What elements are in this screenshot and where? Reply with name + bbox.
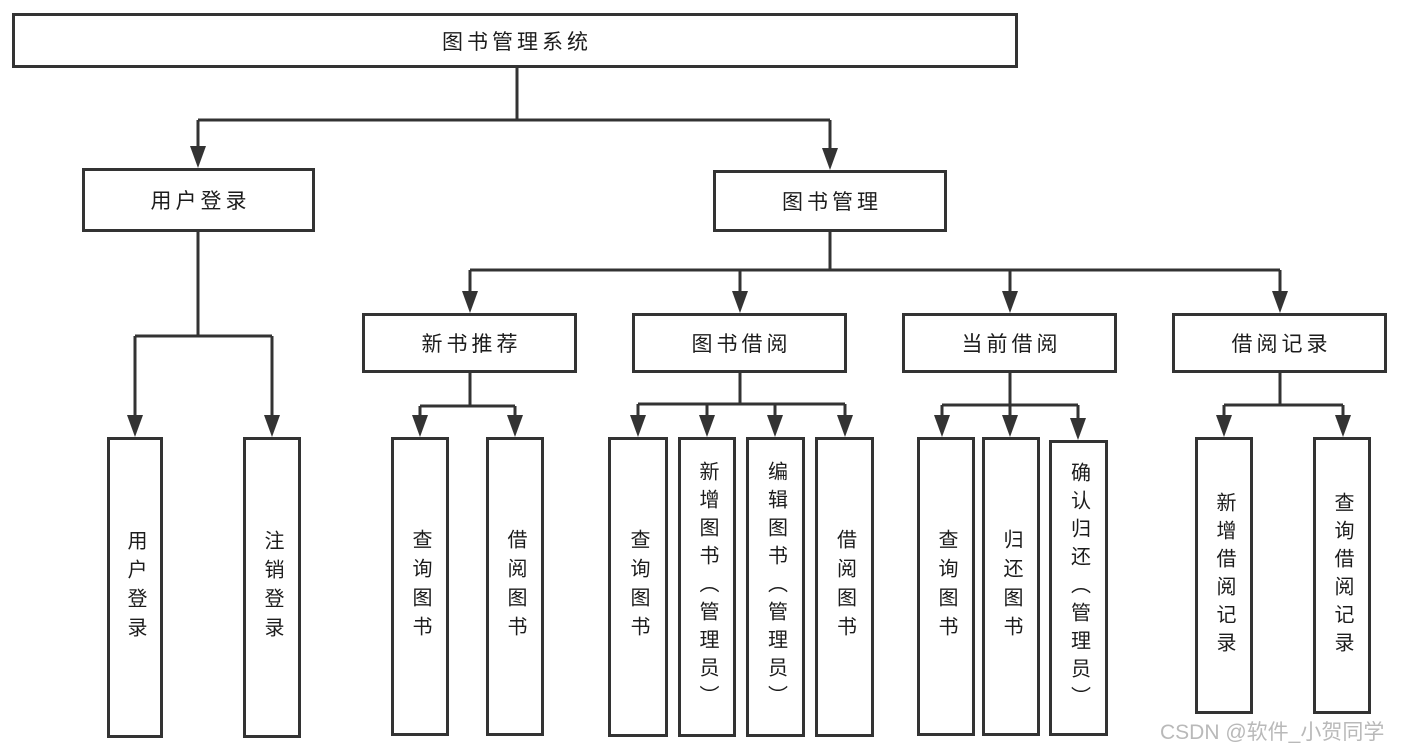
leaf-query-borrow-record: 查询借阅记录 [1313, 437, 1371, 714]
node-borrow-records: 借阅记录 [1172, 313, 1387, 373]
arrowhead-icon [190, 146, 206, 168]
leaf-return-books: 归还图书 [982, 437, 1040, 736]
arrowhead-icon [264, 415, 280, 437]
connector-user-login-children [133, 232, 274, 417]
connector-book-borrow-children [636, 373, 847, 417]
connector-current-borrow-children [940, 373, 1080, 419]
arrowhead-icon [1070, 418, 1086, 440]
leaf-add-books-admin: 新增图书（管理员） [678, 437, 736, 737]
csdn-watermark: CSDN @软件_小贺同学 [1160, 721, 1385, 744]
arrowhead-icon [699, 415, 715, 437]
arrowhead-icon [1335, 415, 1351, 437]
arrowhead-icon [934, 415, 950, 437]
leaf-logout: 注销登录 [243, 437, 301, 738]
node-user-login-branch: 用户登录 [82, 168, 315, 232]
leaf-add-borrow-record: 新增借阅记录 [1195, 437, 1253, 714]
arrowhead-icon [630, 415, 646, 437]
node-book-borrow: 图书借阅 [632, 313, 847, 373]
arrowhead-icon [837, 415, 853, 437]
arrowhead-icon [1002, 291, 1018, 313]
arrowhead-icon [462, 291, 478, 313]
arrowhead-icon [412, 415, 428, 437]
arrowhead-icon [732, 291, 748, 313]
arrowhead-icon [822, 148, 838, 170]
arrowhead-icon [1002, 415, 1018, 437]
leaf-query-books: 查询图书 [608, 437, 668, 737]
arrowhead-icon [127, 415, 143, 437]
node-current-borrow: 当前借阅 [902, 313, 1117, 373]
leaf-query-books: 查询图书 [391, 437, 449, 736]
leaf-borrow-books: 借阅图书 [486, 437, 544, 736]
leaf-confirm-return-admin: 确认归还（管理员） [1049, 440, 1108, 736]
connector-new-book-recommend-children [418, 373, 517, 417]
leaf-borrow-books: 借阅图书 [815, 437, 874, 737]
connector-borrow-records-children [1222, 373, 1345, 417]
node-book-management: 图书管理 [713, 170, 947, 232]
node-new-book-recommend: 新书推荐 [362, 313, 577, 373]
arrowhead-icon [507, 415, 523, 437]
leaf-query-books: 查询图书 [917, 437, 975, 736]
connector-book-management-children [468, 232, 1282, 293]
leaf-edit-books-admin: 编辑图书（管理员） [746, 437, 805, 737]
leaf-user-login: 用户登录 [107, 437, 163, 738]
arrowhead-icon [1272, 291, 1288, 313]
node-library-management-system: 图书管理系统 [12, 13, 1018, 68]
arrowhead-icon [1216, 415, 1232, 437]
arrowhead-icon [767, 415, 783, 437]
connector-root-to-level2 [196, 68, 832, 150]
